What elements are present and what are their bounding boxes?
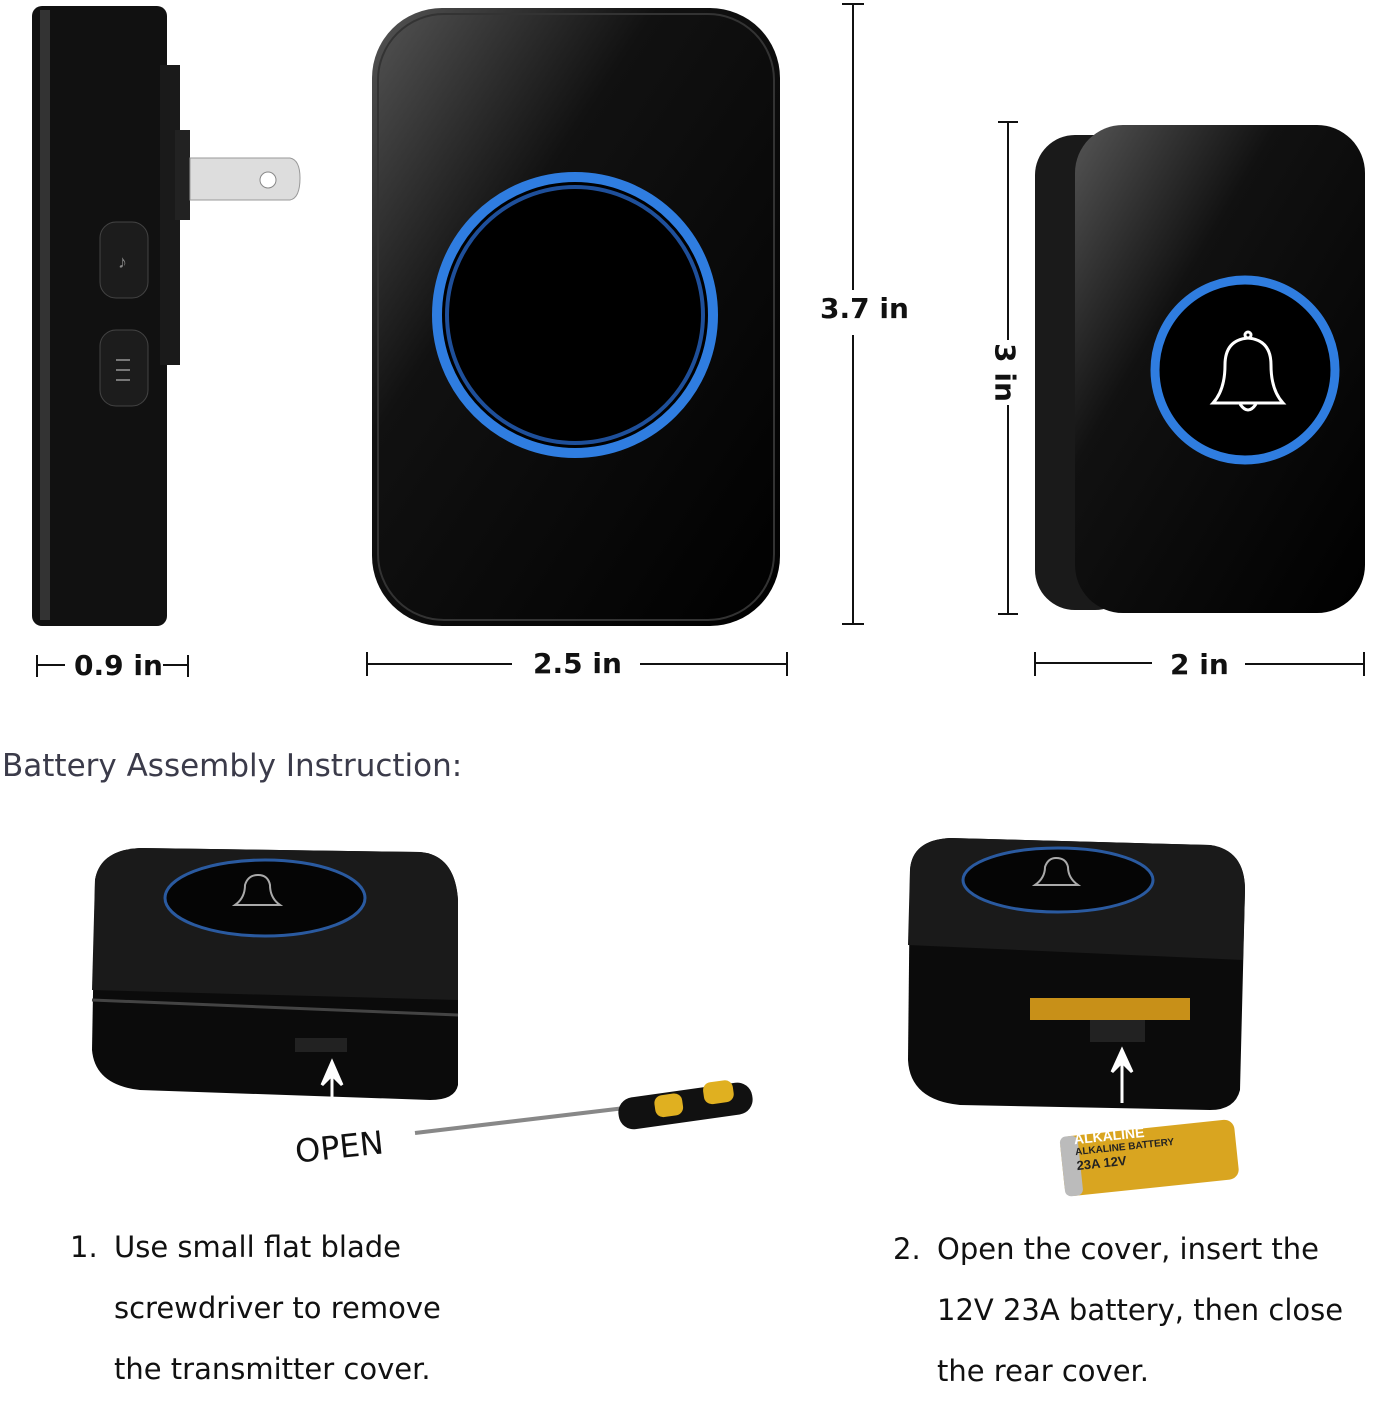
receiver-height-label: 3.7 in bbox=[820, 292, 909, 325]
transmitter-height-label: 3 in bbox=[988, 343, 1022, 402]
volume-button bbox=[99, 329, 149, 407]
section-heading: Battery Assembly Instruction: bbox=[2, 748, 463, 784]
screwdriver bbox=[414, 1080, 753, 1135]
receiver-front-view bbox=[372, 8, 780, 626]
receiver-depth-label: 0.9 in bbox=[74, 649, 163, 682]
dimension-lines bbox=[36, 3, 1365, 677]
receiver-width-label: 2.5 in bbox=[533, 647, 622, 680]
transmitter-front-view bbox=[1035, 125, 1365, 613]
transmitter-open-illustration bbox=[91, 848, 753, 1135]
receiver-side-view: ♪ bbox=[32, 6, 301, 626]
ring-light bbox=[432, 172, 718, 458]
transmitter-width-label: 2 in bbox=[1170, 648, 1229, 681]
music-note-icon: ♪ bbox=[118, 252, 127, 272]
transmitter-battery-illustration bbox=[908, 838, 1245, 1197]
bell-icon bbox=[1209, 330, 1287, 412]
music-button bbox=[99, 221, 149, 299]
step-1: 1. Use small flat blade screwdriver to r… bbox=[70, 1230, 441, 1386]
battery-23a bbox=[1059, 1119, 1239, 1197]
step-2: 2. Open the cover, insert the 12V 23A ba… bbox=[893, 1232, 1344, 1388]
